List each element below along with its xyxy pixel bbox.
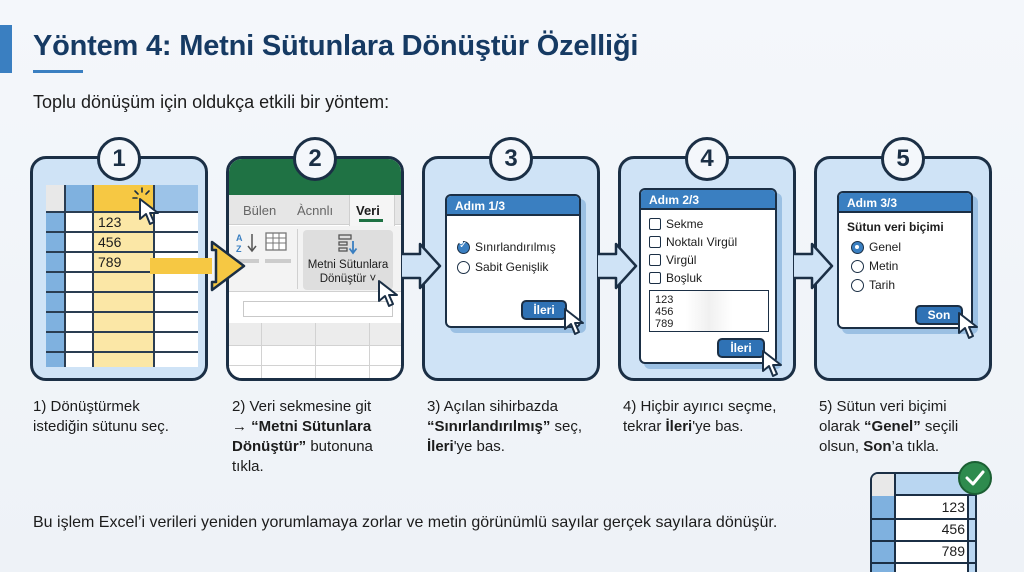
- radio-empty-icon: [457, 260, 470, 274]
- checkbox-icon: [649, 272, 661, 284]
- step-3-caption: 3) Açılan sihirbazda “Sınırlandırılmış” …: [427, 398, 583, 455]
- mouse-cursor-icon: [564, 308, 584, 335]
- cell-value[interactable]: 456: [98, 234, 122, 250]
- mouse-cursor-icon: [378, 280, 398, 307]
- radio-date[interactable]: Tarih: [851, 278, 895, 292]
- result-cell: 123: [941, 499, 965, 515]
- radio-text[interactable]: Metin: [851, 259, 898, 273]
- step-2-caption: 2) Veri sekmesine git → “Metni Sütunlara…: [232, 398, 373, 475]
- sort-az-icon[interactable]: A Z: [235, 231, 261, 255]
- page-title: Yöntem 4: Metni Sütunlara Dönüştür Özell…: [33, 30, 639, 62]
- cell-value[interactable]: 123: [98, 214, 122, 230]
- column-header-a: [64, 185, 92, 211]
- wizard-step3-dialog: Adım 3/3 Sütun veri biçimi Genel Metin T…: [837, 191, 973, 329]
- tab-insert[interactable]: Àcnnlı: [297, 203, 334, 218]
- result-cell: 789: [941, 543, 965, 559]
- radio-fixed-width[interactable]: Sabit Genişlik: [457, 260, 548, 274]
- step-5-panel: 5 Adım 3/3 Sütun veri biçimi Genel Metin…: [814, 137, 992, 381]
- text-to-columns-icon: [338, 234, 358, 255]
- next-step-arrow-icon: [402, 242, 442, 290]
- step-4-badge: 4: [685, 137, 729, 181]
- step-1-panel: 1 123 456 789: [30, 137, 208, 381]
- svg-text:A: A: [236, 233, 243, 243]
- radio-checked-icon: [457, 239, 470, 254]
- success-check-icon: [958, 461, 992, 495]
- result-cell: 456: [941, 521, 965, 537]
- tab-data[interactable]: Veri: [356, 203, 380, 218]
- step-5-badge: 5: [881, 137, 925, 181]
- radio-empty-icon: [851, 278, 864, 292]
- text-to-columns-button[interactable]: [303, 230, 393, 290]
- step-1-caption: 1) Dönüştürmek istediğin sütunu seç.: [33, 398, 169, 435]
- next-step-arrow-icon: [794, 242, 834, 290]
- select-all-corner: [46, 185, 64, 211]
- next-button[interactable]: İleri: [717, 338, 765, 358]
- mouse-cursor-icon: [139, 198, 159, 225]
- result-spreadsheet: 123 456 789: [870, 472, 977, 572]
- checkbox-tab[interactable]: Sekme: [649, 217, 703, 231]
- step-2-panel: 2 Bülen Àcnnlı Veri A Z: [226, 137, 404, 381]
- click-burst-icon: [132, 187, 150, 199]
- finish-button[interactable]: Son: [915, 305, 963, 325]
- step-2-badge: 2: [293, 137, 337, 181]
- dialog-title: Adım 1/3: [447, 196, 579, 216]
- mouse-cursor-icon: [958, 312, 978, 339]
- checkbox-icon: [649, 236, 661, 248]
- radio-empty-icon: [851, 259, 864, 273]
- mouse-cursor-icon: [762, 350, 782, 377]
- step-3-badge: 3: [489, 137, 533, 181]
- formula-bar[interactable]: [243, 301, 393, 317]
- step-1-badge: 1: [97, 137, 141, 181]
- checkbox-icon: [649, 218, 661, 230]
- row-header-column: [46, 185, 64, 367]
- yellow-arrow-icon: [150, 240, 246, 292]
- radio-general[interactable]: Genel: [851, 240, 901, 254]
- dialog-title: Adım 2/3: [641, 190, 775, 210]
- checkbox-semicolon[interactable]: Noktalı Virgül: [649, 235, 737, 249]
- wizard-step2-dialog: Adım 2/3 Sekme Noktalı Virgül Virgül Boş…: [639, 188, 777, 364]
- step-3-panel: 3 Adım 1/3 Sınırlandırılmış Sabit Genişl…: [422, 137, 600, 381]
- checkbox-comma[interactable]: Virgül: [649, 253, 696, 267]
- data-preview: 123 456 789: [649, 290, 769, 332]
- column-format-label: Sütun veri biçimi: [847, 220, 944, 234]
- dialog-title: Adım 3/3: [839, 193, 971, 213]
- checkbox-icon: [649, 254, 661, 266]
- worksheet-grid: [229, 323, 401, 378]
- next-step-arrow-icon: [598, 242, 638, 290]
- tab-home[interactable]: Bülen: [243, 203, 277, 218]
- active-tab-indicator: [359, 219, 383, 222]
- wizard-step1-dialog: Adım 1/3 Sınırlandırılmış Sabit Genişlik…: [445, 194, 581, 328]
- step-4-panel: 4 Adım 2/3 Sekme Noktalı Virgül Virgül B…: [618, 137, 796, 381]
- next-button[interactable]: İleri: [521, 300, 567, 320]
- cell-value[interactable]: 789: [98, 254, 122, 270]
- text-to-columns-label: Metni Sütunlara Dönüştür ˅: [307, 259, 389, 285]
- step-4-caption: 4) Hiçbir ayırıcı seçme, tekrar İleri'ye…: [623, 398, 777, 435]
- svg-text:Z: Z: [236, 244, 242, 254]
- title-accent-bar: [0, 25, 12, 73]
- radio-delimited[interactable]: Sınırlandırılmış: [457, 239, 556, 254]
- radio-selected-icon: [851, 240, 864, 254]
- footer-note: Bu işlem Excel’i verileri yeniden yoruml…: [33, 514, 778, 531]
- checkbox-space[interactable]: Boşluk: [649, 271, 702, 285]
- step-5-caption: 5) Sütun veri biçimi olarak “Genel” seçi…: [819, 398, 959, 455]
- column-header-c: [153, 185, 198, 211]
- table-filter-icon[interactable]: [265, 231, 289, 253]
- page-subtitle: Toplu dönüşüm için oldukça etkili bir yö…: [33, 92, 390, 112]
- title-underline: [33, 70, 83, 73]
